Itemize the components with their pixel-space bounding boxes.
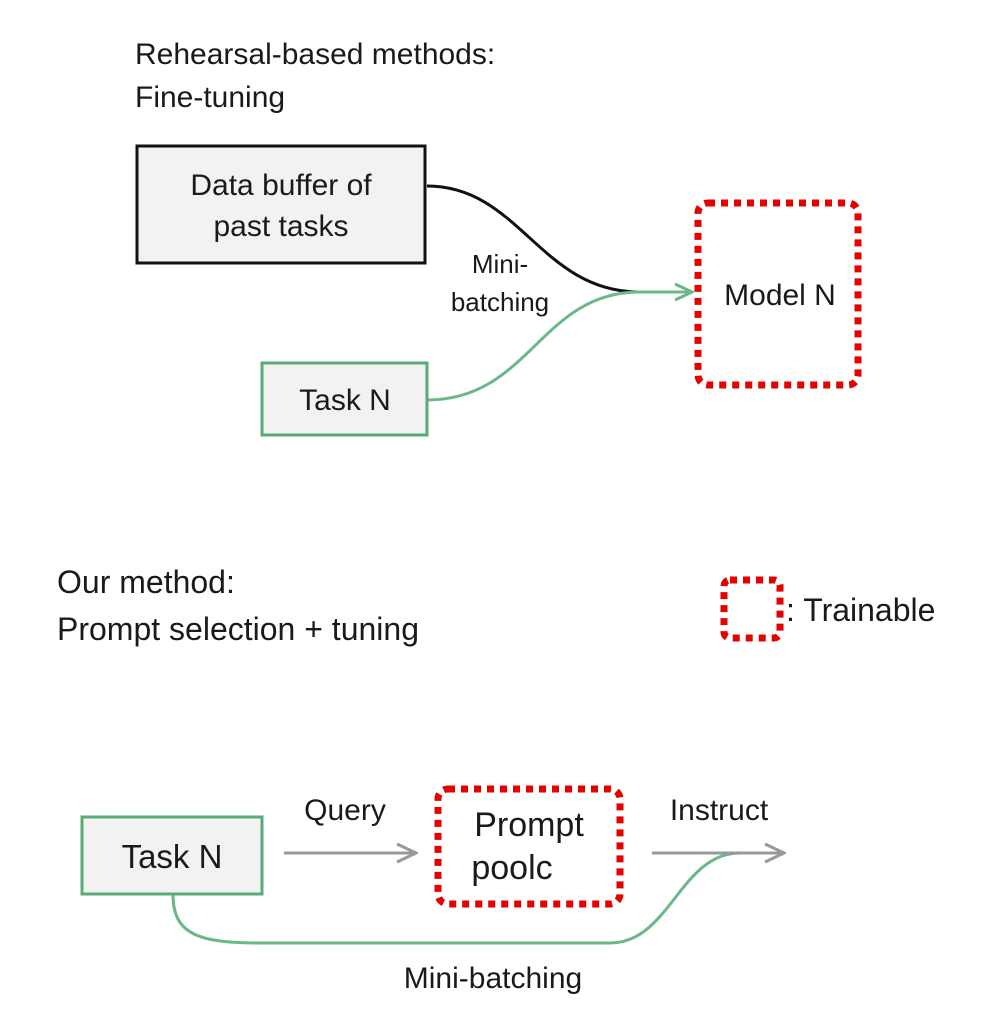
prompt-pool-label-line1: Prompt — [474, 806, 584, 844]
task-n-label-bottom: Task N — [122, 838, 223, 875]
query-label: Query — [304, 794, 386, 827]
prompt-pool-box — [434, 785, 624, 908]
task-n-label-top: Task N — [299, 384, 391, 417]
instruct-label: Instruct — [670, 794, 769, 827]
bottom-heading-line1: Our method: — [57, 564, 235, 600]
task-to-output-minibatch-arrow — [171, 851, 741, 945]
top-heading-line2: Fine-tuning — [135, 81, 285, 114]
mini-batching-label-line2: batching — [451, 287, 549, 317]
model-n-label: Model N — [724, 279, 836, 312]
bottom-heading-line2: Prompt selection + tuning — [57, 611, 419, 647]
task-to-model-arrow — [426, 292, 692, 402]
task-n-box-bottom — [80, 815, 264, 896]
data-buffer-box — [135, 144, 427, 265]
mini-batching-label-line1: Mini- — [472, 249, 528, 279]
bottom-mini-batching-label: Mini-batching — [404, 962, 582, 995]
model-n-box — [694, 199, 862, 389]
top-heading-line1: Rehearsal-based methods: — [135, 38, 495, 71]
trainable-legend-label: : Trainable — [786, 592, 935, 628]
buffer-to-model-connector — [426, 184, 692, 294]
data-buffer-label-line1: Data buffer of — [190, 169, 372, 202]
task-n-box-top — [260, 361, 429, 437]
data-buffer-label-line2: past tasks — [213, 210, 348, 243]
prompt-pool-label-line2: poolc — [471, 849, 552, 887]
trainable-legend-swatch — [720, 576, 784, 642]
